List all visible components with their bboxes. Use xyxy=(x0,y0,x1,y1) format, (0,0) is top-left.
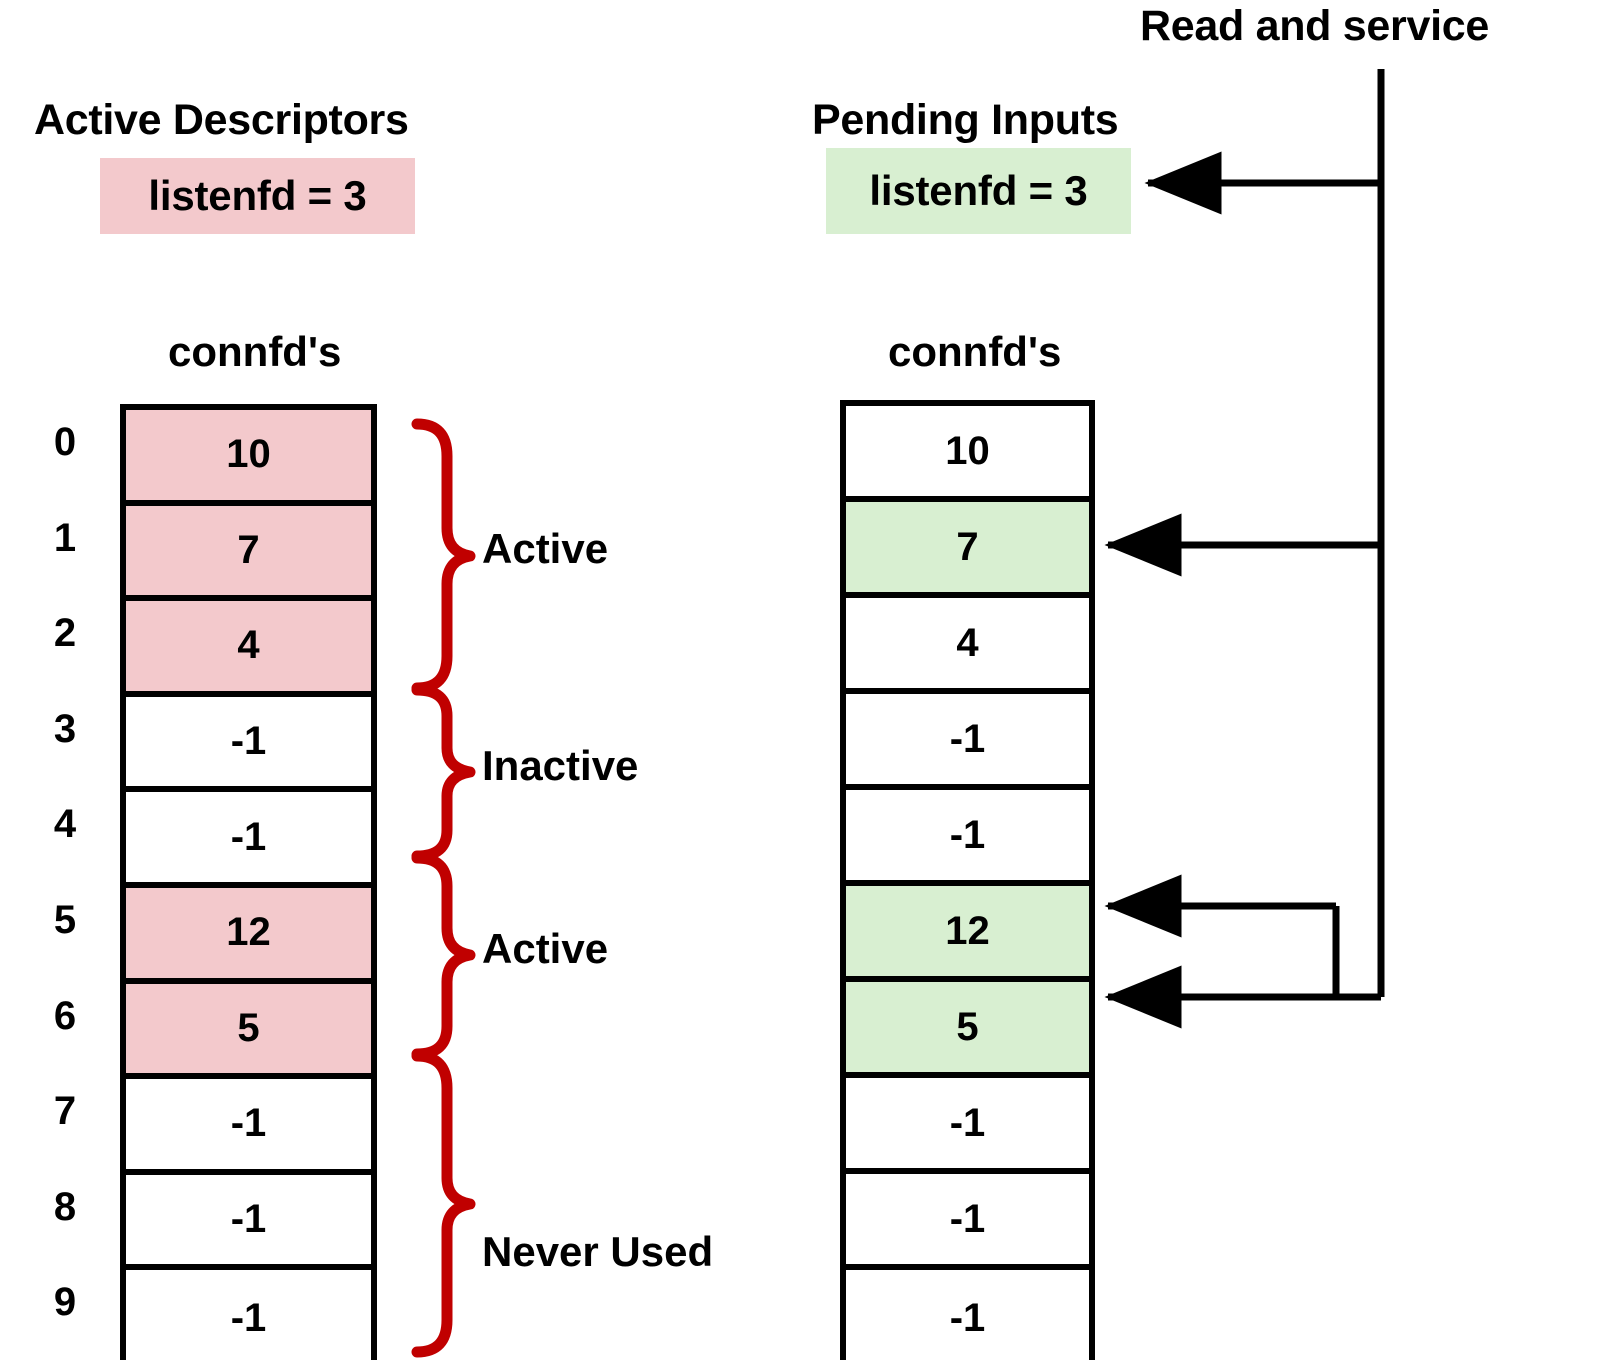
active-descriptors-cell-value: 5 xyxy=(237,1005,260,1050)
active-descriptors-cell-2: 4 xyxy=(126,601,371,697)
pending-inputs-cell-value: -1 xyxy=(949,1295,986,1340)
row-index-9: 9 xyxy=(53,1280,77,1325)
brace-never-used xyxy=(411,1050,476,1358)
active-descriptors-cell-value: 10 xyxy=(226,432,271,477)
active-descriptors-cell-value: -1 xyxy=(230,814,267,859)
brace-label-never-used: Never Used xyxy=(482,1228,714,1275)
pending-inputs-cell-value: 7 xyxy=(956,524,979,569)
active-descriptors-cell-6: 5 xyxy=(126,983,371,1080)
pending-inputs-array: 10 7 4 -1 -1 12 5 -1 -1 -1 xyxy=(840,400,1095,1366)
active-descriptors-array: 10 7 4 -1 -1 12 5 -1 -1 -1 xyxy=(120,404,377,1366)
active-descriptors-cell-4: -1 xyxy=(126,792,371,888)
read-and-service-label: Read and service xyxy=(1140,2,1489,50)
active-descriptors-cell-value: 4 xyxy=(237,623,260,668)
brace-label-active-top: Active xyxy=(482,525,609,572)
active-descriptors-cell-7: -1 xyxy=(126,1079,371,1175)
active-descriptors-cell-value: 7 xyxy=(237,527,260,572)
row-index-7: 7 xyxy=(53,1089,77,1134)
active-descriptors-cell-value: -1 xyxy=(230,1101,267,1146)
active-descriptors-cell-9: -1 xyxy=(126,1270,371,1366)
pending-inputs-cell-value: -1 xyxy=(949,1100,986,1145)
row-index-6: 6 xyxy=(53,993,77,1038)
brace-label-inactive: Inactive xyxy=(482,742,639,789)
pending-inputs-cell-value: 10 xyxy=(945,428,990,473)
pending-inputs-cell-8: -1 xyxy=(846,1174,1089,1270)
pending-inputs-cell-0: 10 xyxy=(846,406,1089,502)
left-connfds-label: connfd's xyxy=(168,328,342,375)
brace-label-active-bottom: Active xyxy=(482,925,609,972)
active-descriptors-cell-value: -1 xyxy=(230,1197,267,1242)
brace-active-top xyxy=(411,418,476,694)
left-listenfd-chip: listenfd = 3 xyxy=(100,158,415,234)
brace-inactive xyxy=(411,684,476,862)
row-index-4: 4 xyxy=(53,802,77,847)
row-index-2: 2 xyxy=(53,611,77,656)
active-descriptors-title: Active Descriptors xyxy=(34,96,409,144)
pending-inputs-cell-1: 7 xyxy=(846,502,1089,598)
pending-inputs-cell-value: 12 xyxy=(945,908,990,953)
active-descriptors-cell-0: 10 xyxy=(126,410,371,506)
pending-inputs-cell-value: -1 xyxy=(949,1196,986,1241)
active-descriptors-cell-value: 12 xyxy=(226,910,271,955)
pending-inputs-cell-5: 12 xyxy=(846,886,1089,982)
active-descriptors-cell-5: 12 xyxy=(126,887,371,984)
pending-inputs-cell-value: 5 xyxy=(956,1004,979,1049)
pending-inputs-cell-3: -1 xyxy=(846,694,1089,790)
pending-inputs-cell-value: -1 xyxy=(949,716,986,761)
pending-inputs-cell-4: -1 xyxy=(846,790,1089,886)
active-descriptors-cell-3: -1 xyxy=(126,696,371,793)
row-index-0: 0 xyxy=(53,420,77,464)
pending-inputs-cell-2: 4 xyxy=(846,598,1089,694)
active-descriptors-cell-1: 7 xyxy=(126,505,371,602)
pending-inputs-cell-value: 4 xyxy=(956,620,979,665)
row-index-5: 5 xyxy=(53,898,77,942)
active-descriptors-cell-value: -1 xyxy=(230,1295,267,1340)
pending-inputs-cell-9: -1 xyxy=(846,1270,1089,1366)
row-index-8: 8 xyxy=(53,1184,77,1229)
pending-inputs-cell-value: -1 xyxy=(949,812,986,857)
pending-inputs-cell-6: 5 xyxy=(846,982,1089,1078)
pending-inputs-cell-7: -1 xyxy=(846,1078,1089,1174)
pending-inputs-title: Pending Inputs xyxy=(812,96,1119,144)
row-index-1: 1 xyxy=(53,515,77,560)
right-connfds-label: connfd's xyxy=(888,328,1062,375)
active-descriptors-cell-value: -1 xyxy=(230,719,267,764)
right-listenfd-chip: listenfd = 3 xyxy=(826,148,1131,234)
active-descriptors-cell-8: -1 xyxy=(126,1174,371,1271)
brace-active-bottom xyxy=(411,852,476,1060)
row-index-3: 3 xyxy=(53,706,77,751)
